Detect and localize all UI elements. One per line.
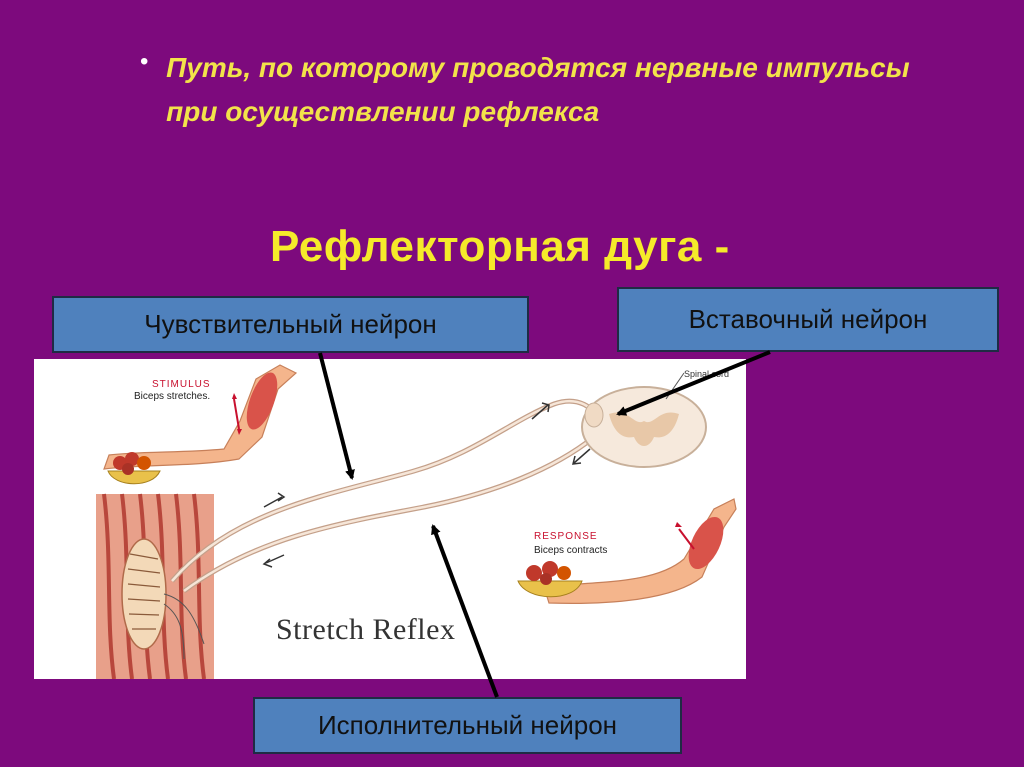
spinal-cord-label: Spinal cord: [684, 369, 730, 379]
figure-caption: Stretch Reflex: [276, 613, 456, 646]
stimulus-title: STIMULUS: [152, 379, 211, 390]
response-title: RESPONSE: [534, 531, 598, 542]
nerve-fibers: [170, 398, 602, 594]
stretch-reflex-illustration: STIMULUS Biceps stretches. RESPONSE Bice…: [34, 359, 746, 679]
bullet-icon: •: [140, 48, 149, 75]
stimulus-arm: [103, 364, 298, 485]
slide-heading: Рефлекторная дуга -: [270, 222, 730, 271]
reflex-arc-drawing: [96, 364, 737, 679]
definition-text: Путь, по которому проводятся нервные имп…: [166, 52, 910, 127]
sensory-neuron-label: Чувствительный нейрон: [52, 296, 529, 353]
response-text: Biceps contracts: [534, 545, 608, 556]
response-arm: [517, 498, 737, 604]
bullet-item: • Путь, по которому проводятся нервные и…: [140, 46, 940, 134]
motor-neuron-text: Исполнительный нейрон: [317, 710, 618, 740]
spinal-cord-section: [581, 372, 707, 468]
stimulus-text: Biceps stretches.: [134, 391, 211, 402]
muscle-fibers: [96, 493, 214, 679]
motor-neuron-label: Исполнительный нейрон: [253, 697, 682, 754]
sensory-neuron-text: Чувствительный нейрон: [144, 309, 437, 339]
interneuron-text: Вставочный нейрон: [688, 304, 928, 334]
interneuron-label: Вставочный нейрон: [617, 287, 999, 352]
